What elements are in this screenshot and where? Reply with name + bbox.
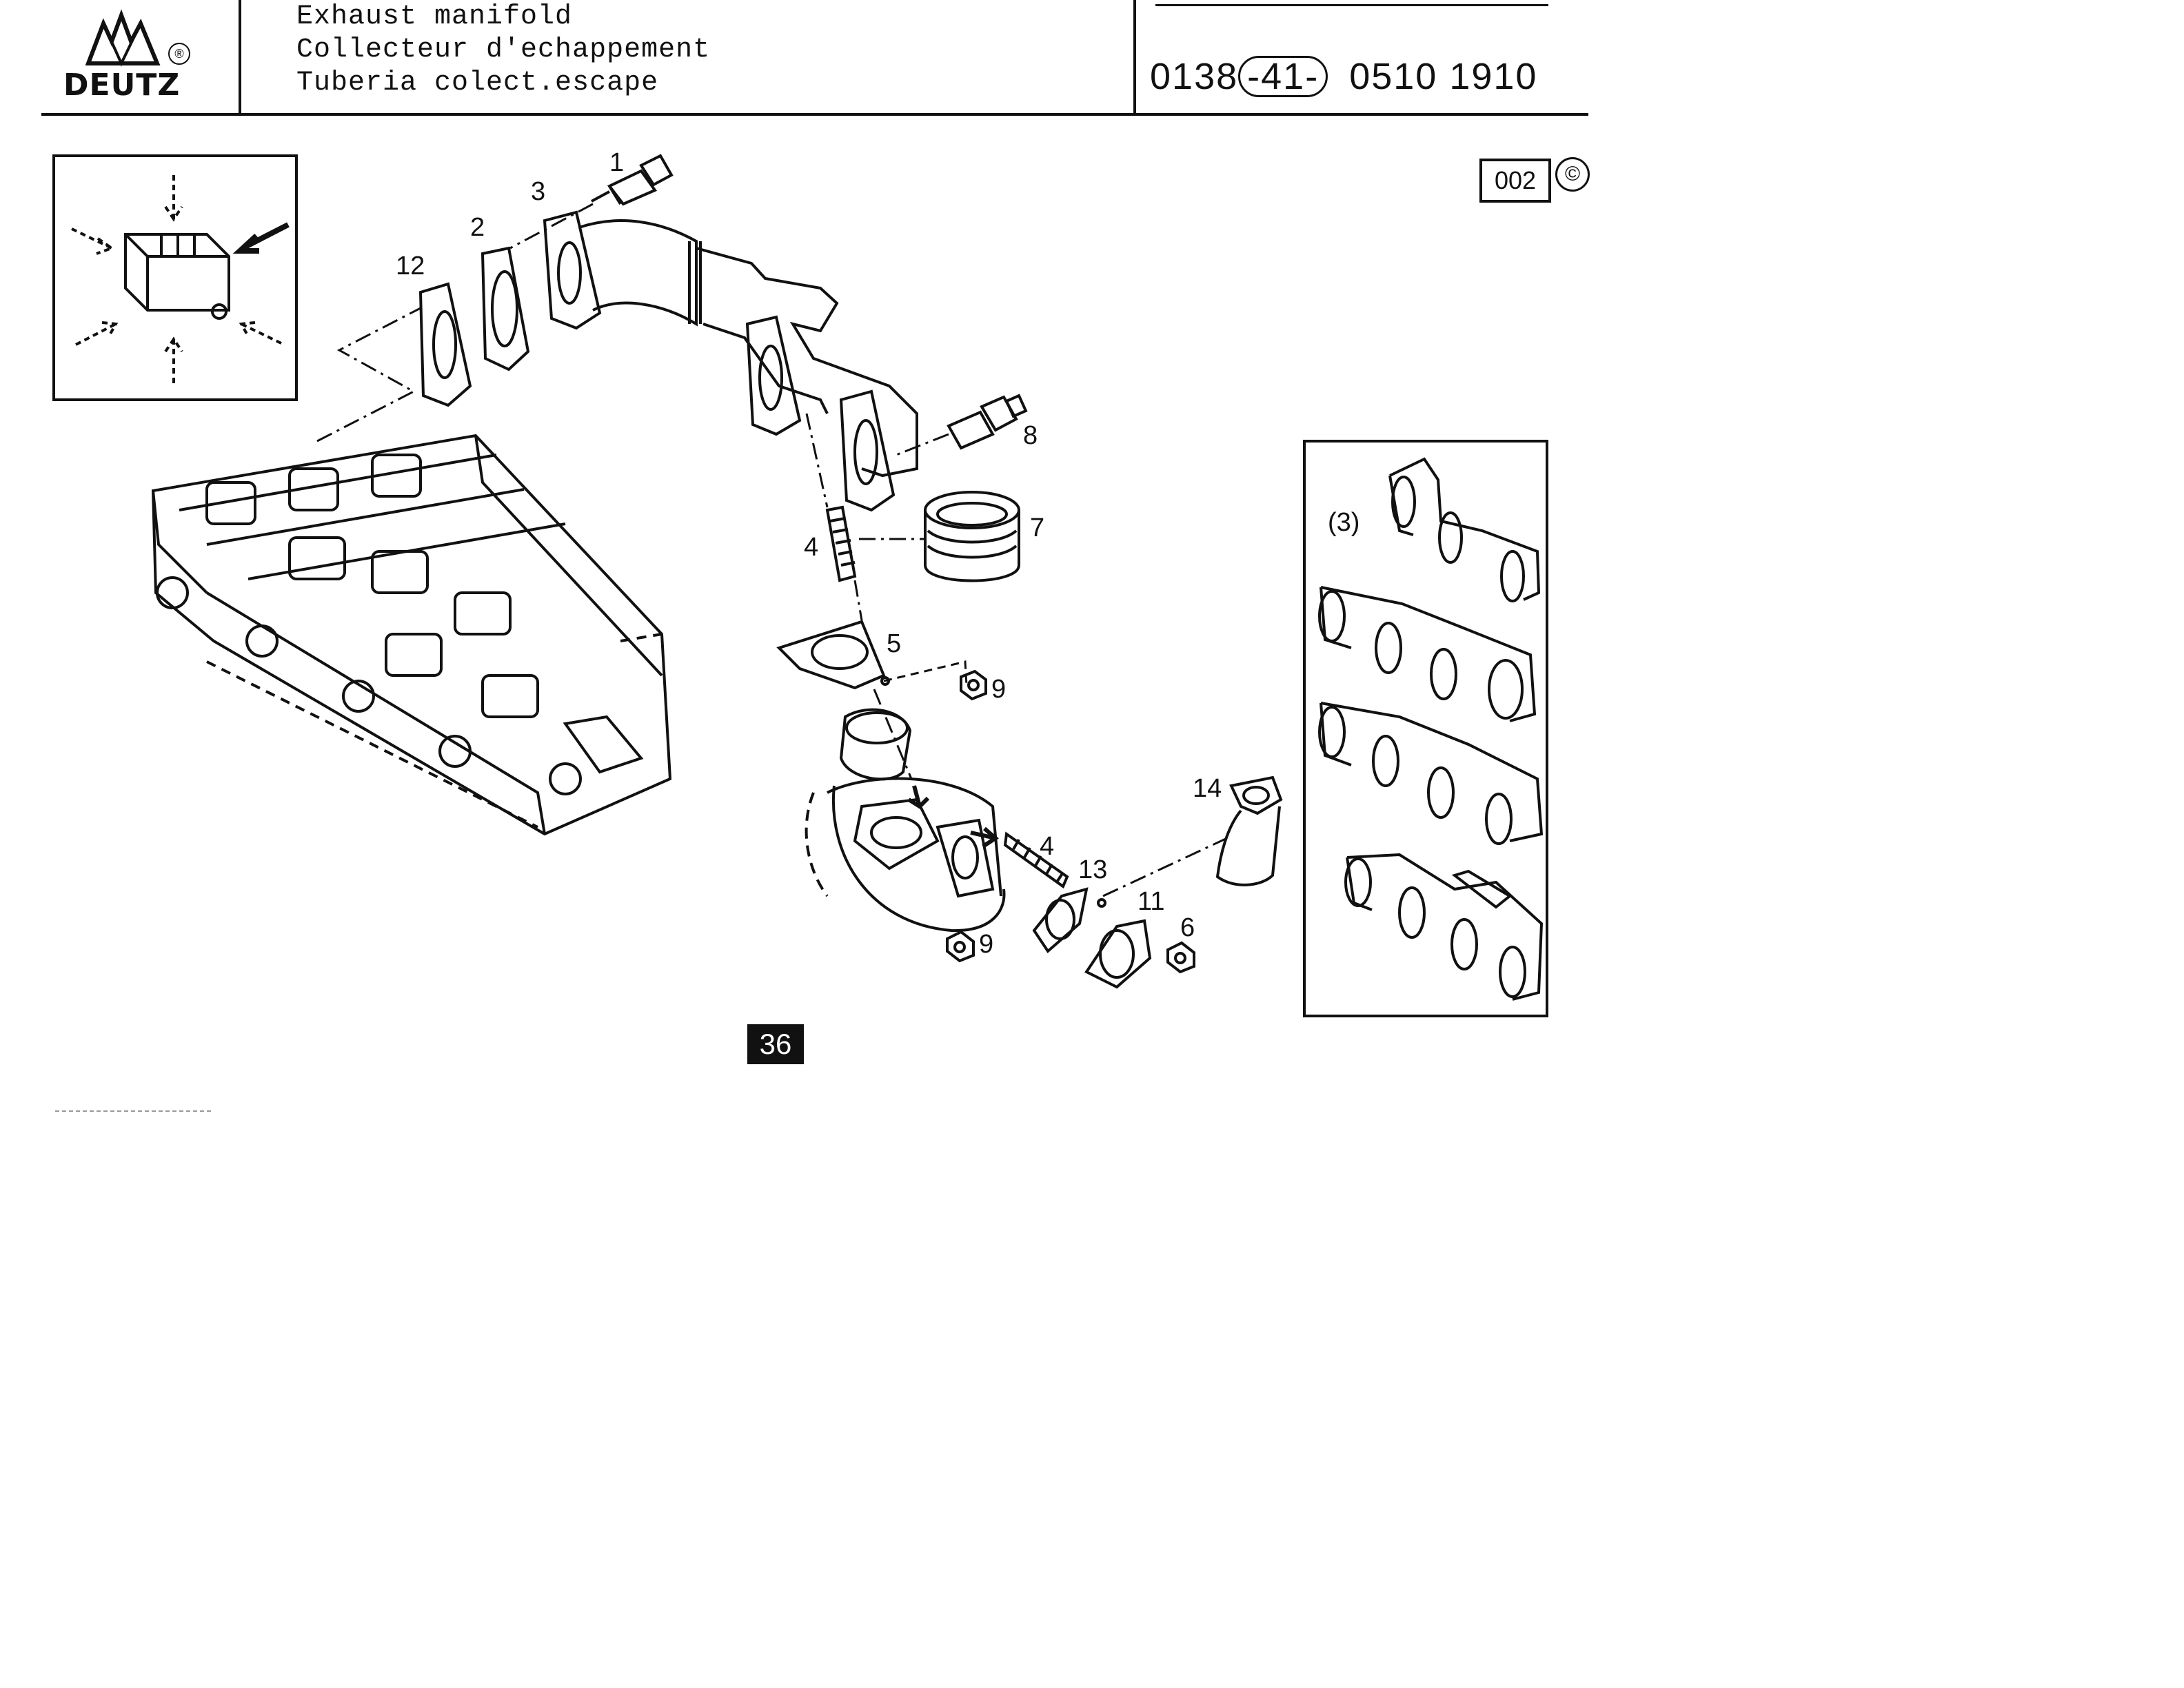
part-6-nut xyxy=(1166,941,1195,974)
header-bottom-rule xyxy=(41,113,1588,116)
callout-9-upper: 9 xyxy=(991,675,1006,704)
part-8-sensor xyxy=(947,394,1028,450)
deutz-logo-icon xyxy=(85,9,161,67)
manifold-variant-1 xyxy=(1388,457,1541,602)
cylinder-head-drawing xyxy=(151,434,672,836)
callout-9-lower: 9 xyxy=(979,930,993,959)
callout-4-lower: 4 xyxy=(1040,832,1054,861)
turbocharger-drawing xyxy=(805,708,1006,933)
callout-6: 6 xyxy=(1180,913,1195,942)
orientation-engine-icon xyxy=(124,233,230,320)
part-code: 0138-41- 0510 1910 xyxy=(1150,55,1537,98)
part-2-gasket xyxy=(481,246,530,372)
callout-13: 13 xyxy=(1078,855,1107,884)
manifold-variant-4 xyxy=(1344,853,1544,1001)
callout-8: 8 xyxy=(1023,421,1038,450)
part-code-group: -41- xyxy=(1238,56,1328,97)
page-number: 36 xyxy=(747,1024,804,1064)
manifold-variant-3 xyxy=(1318,702,1544,845)
title-english: Exhaust manifold xyxy=(296,1,573,32)
header-top-box-rule xyxy=(1155,4,1548,6)
view-direction-arrow-icon xyxy=(232,222,290,254)
part-11-flange xyxy=(1084,919,1152,989)
part-9-nut-upper xyxy=(960,669,987,701)
callout-11: 11 xyxy=(1138,887,1164,916)
callout-5: 5 xyxy=(887,629,901,658)
callout-12: 12 xyxy=(396,252,425,281)
title-spanish: Tuberia colect.escape xyxy=(296,68,659,99)
header-divider-right xyxy=(1133,0,1136,114)
variants-box xyxy=(1303,440,1548,1017)
callout-1: 1 xyxy=(609,148,624,177)
callout-4-upper: 4 xyxy=(804,533,818,562)
part-code-suffix: 0510 1910 xyxy=(1349,56,1538,97)
callout-3: 3 xyxy=(531,177,545,206)
part-12-gasket xyxy=(418,282,472,407)
copyright-mark: © xyxy=(1555,157,1590,192)
title-french: Collecteur d'echappement xyxy=(296,34,711,65)
part-14-exhaust-elbow xyxy=(1215,775,1283,886)
header-divider-left xyxy=(239,0,241,114)
callout-14: 14 xyxy=(1193,774,1222,803)
part-1-sensor xyxy=(591,154,674,206)
part-code-prefix: 0138 xyxy=(1150,56,1239,97)
leader-head-to-gasket xyxy=(316,306,423,443)
part-5-turbo-gasket xyxy=(776,620,886,690)
part-3-exhaust-manifold xyxy=(543,210,918,512)
part-7-sealing-ring xyxy=(924,491,1020,582)
callout-labels: 1 2 3 12 8 7 4 5 9 14 4 13 11 6 9 (3) xyxy=(396,148,1359,959)
part-13-gasket xyxy=(1032,887,1089,954)
manifold-variant-2 xyxy=(1318,586,1537,722)
callout-2: 2 xyxy=(470,213,485,242)
variant-label: (3) xyxy=(1328,508,1359,537)
part-4-stud-upper xyxy=(825,505,857,582)
part-4-stud-lower xyxy=(1003,831,1069,889)
part-9-nut-lower xyxy=(946,930,975,963)
orientation-arrows xyxy=(71,175,282,383)
page-badge: 002 xyxy=(1479,159,1551,203)
registered-mark: ® xyxy=(168,43,190,65)
orientation-inset-box xyxy=(52,154,298,401)
callout-7: 7 xyxy=(1030,513,1044,542)
brand-name: DEUTZ xyxy=(63,68,181,103)
